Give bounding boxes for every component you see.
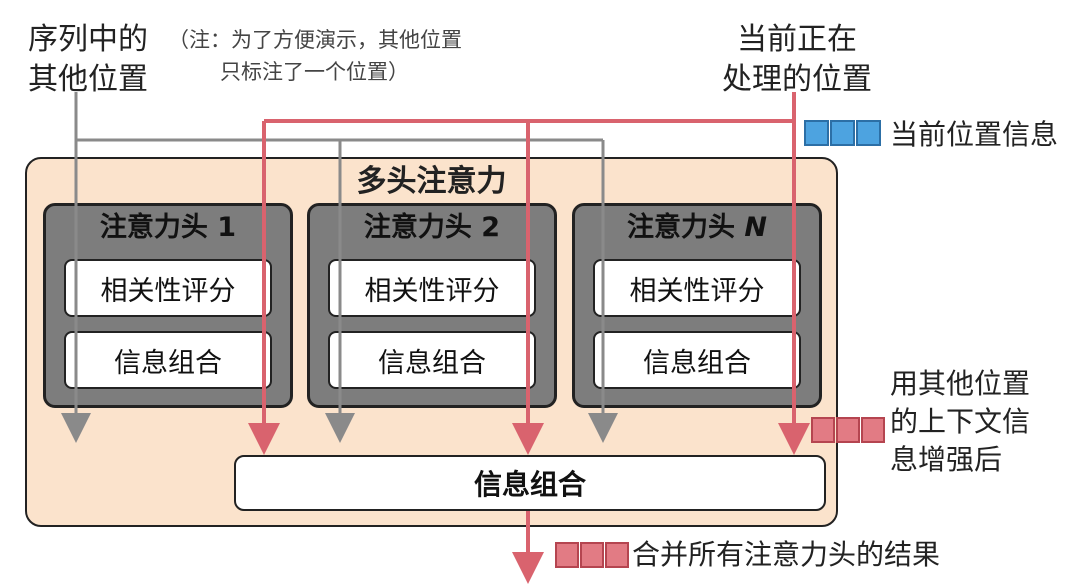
current-position-label: 当前正在 处理的位置 <box>722 22 872 97</box>
head-1-info-combine: 信息组合 <box>64 331 272 389</box>
attention-head-1-title: 注意力头 1 <box>99 212 237 243</box>
head-n-relevance-score: 相关性评分 <box>593 259 801 317</box>
head-2-relevance-score: 相关性评分 <box>328 259 536 317</box>
head-2-info-combine: 信息组合 <box>328 331 536 389</box>
note-text: （注：为了方便演示，其他位置 只标注了一个位置） <box>168 28 462 84</box>
head-n-info-combine: 信息组合 <box>593 331 801 389</box>
other-positions-label: 序列中的 其他位置 <box>28 22 148 97</box>
current-info-label: 当前位置信息 <box>890 118 1059 151</box>
enhanced-info-label: 用其他位置 的上下文信 息增强后 <box>890 367 1031 476</box>
attention-head-2-title: 注意力头 2 <box>363 212 501 243</box>
multi-head-attention-title: 多头注意力 <box>356 164 507 199</box>
gray-context-lines <box>61 92 618 443</box>
final-result-label: 合并所有注意力头的结果 <box>632 538 941 571</box>
red-current-lines <box>248 92 810 584</box>
attention-head-n-title: 注意力头 N <box>626 212 767 243</box>
head-1-relevance-score: 相关性评分 <box>64 259 272 317</box>
final-info-combine: 信息组合 <box>234 455 826 511</box>
